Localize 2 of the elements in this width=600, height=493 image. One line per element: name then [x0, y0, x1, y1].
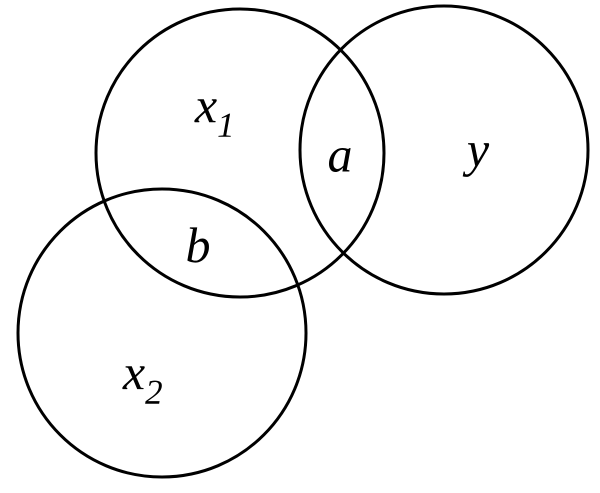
region-label: a [329, 148, 351, 172]
region-label: b [187, 227, 209, 263]
